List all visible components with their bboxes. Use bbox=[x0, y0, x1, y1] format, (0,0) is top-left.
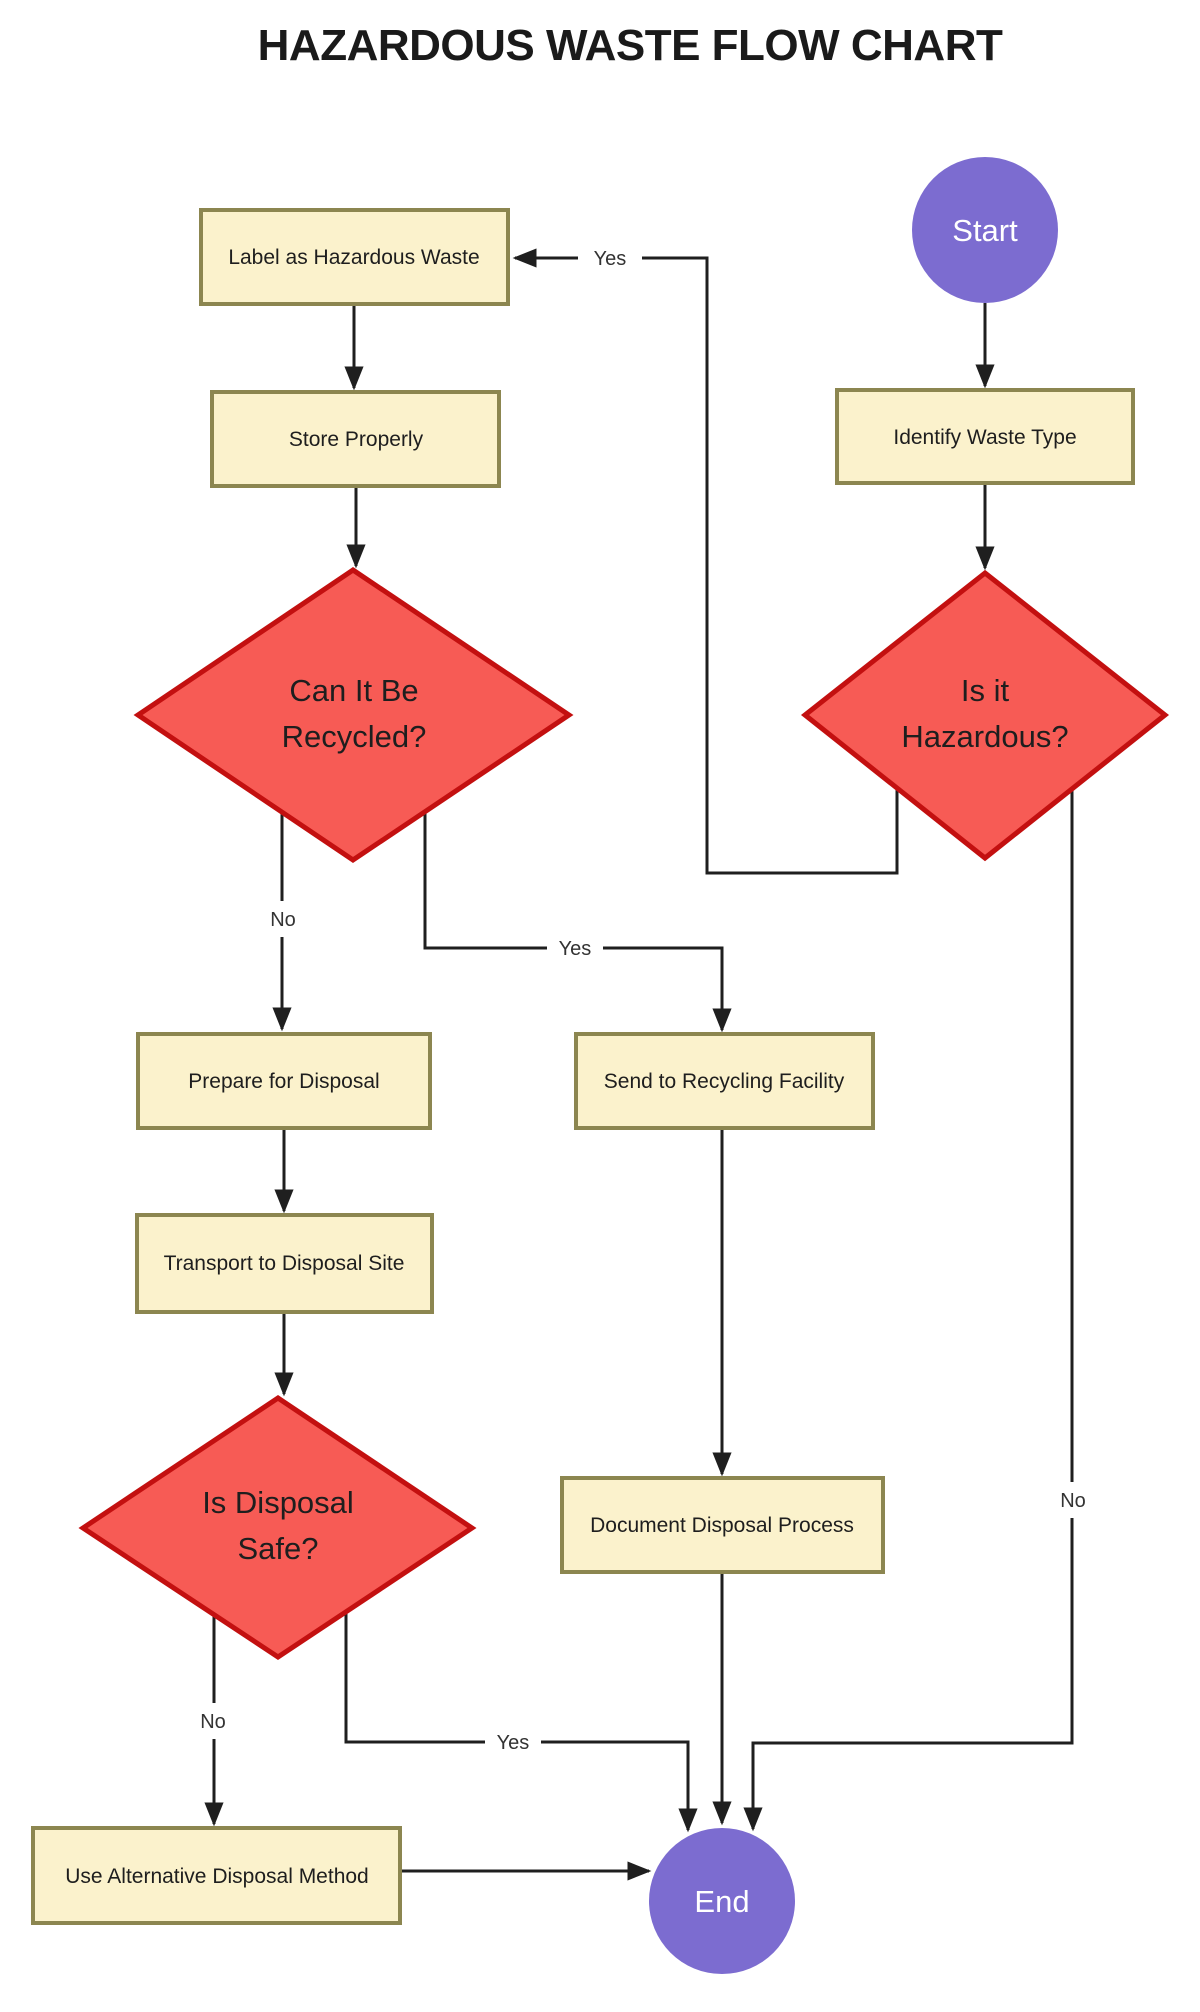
process-box-shape bbox=[210, 390, 501, 488]
node-label-line2: Recycled? bbox=[282, 719, 427, 754]
edge-label-text: Yes bbox=[497, 1732, 530, 1754]
node-transport-to-disposal-site: Transport to Disposal Site bbox=[135, 1213, 434, 1314]
node-label-line2: Safe? bbox=[237, 1531, 318, 1566]
node-send-to-recycling-facility: Send to Recycling Facility bbox=[574, 1032, 875, 1130]
node-label-as-hazardous-waste: Label as Hazardous Waste bbox=[199, 208, 510, 306]
node-label-line1: Is it bbox=[961, 673, 1010, 708]
node-label: Label as Hazardous Waste bbox=[228, 246, 479, 269]
connector-safe-yes-to-end bbox=[344, 1610, 698, 1833]
process-box-shape bbox=[135, 1213, 434, 1314]
node-label: Prepare for Disposal bbox=[188, 1070, 379, 1093]
process-box-shape bbox=[574, 1032, 875, 1130]
end-terminal-shape bbox=[649, 1828, 795, 1974]
process-box-shape bbox=[136, 1032, 432, 1130]
page-title: HAZARDOUS WASTE FLOW CHART bbox=[258, 21, 1003, 70]
node-label: End bbox=[694, 1884, 749, 1919]
node-label: Store Properly bbox=[289, 428, 424, 451]
node-label: Document Disposal Process bbox=[590, 1514, 854, 1537]
node-use-alternative-disposal-method: Use Alternative Disposal Method bbox=[31, 1826, 402, 1925]
process-box-shape bbox=[31, 1826, 402, 1925]
edge-label-bg bbox=[190, 1703, 236, 1739]
node-identify-waste-type: Identify Waste Type bbox=[835, 388, 1135, 485]
edge-label-recycled-yes: Yes bbox=[547, 931, 603, 965]
edge-label-bg bbox=[1049, 1482, 1097, 1518]
edge-label-safe-no: No bbox=[190, 1703, 236, 1739]
node-store-properly: Store Properly bbox=[210, 390, 501, 488]
node-label: Identify Waste Type bbox=[893, 426, 1076, 449]
connector-hazardous-no-to-end bbox=[743, 789, 1074, 1832]
node-end: End bbox=[649, 1828, 795, 1974]
node-label: Transport to Disposal Site bbox=[164, 1252, 405, 1275]
edge-label-hazardous-no: No bbox=[1049, 1482, 1097, 1518]
connector-recycled-yes-to-send bbox=[423, 810, 732, 1033]
process-box-shape bbox=[560, 1476, 885, 1574]
node-prepare-for-disposal: Prepare for Disposal bbox=[136, 1032, 432, 1130]
process-box-shape bbox=[835, 388, 1135, 485]
decision-diamond-shape bbox=[133, 566, 574, 864]
edge-label-bg bbox=[485, 1725, 541, 1759]
connector-hazardous-yes-to-label bbox=[512, 248, 899, 875]
edge-label-safe-yes: Yes bbox=[485, 1725, 541, 1759]
node-is-it-hazardous: Is it Hazardous? bbox=[800, 569, 1170, 862]
edge-label-hazardous-yes: Yes bbox=[578, 242, 642, 274]
edge-label-bg bbox=[547, 931, 603, 965]
node-label: Use Alternative Disposal Method bbox=[65, 1865, 369, 1888]
decision-diamond-shape bbox=[800, 569, 1170, 862]
edge-label-text: No bbox=[1060, 1490, 1086, 1512]
process-box-shape bbox=[199, 208, 510, 306]
edge-label-text: No bbox=[200, 1711, 226, 1733]
node-start: Start bbox=[912, 157, 1058, 303]
node-label-line1: Is Disposal bbox=[202, 1485, 354, 1520]
node-label: Start bbox=[952, 213, 1018, 248]
node-can-it-be-recycled: Can It Be Recycled? bbox=[133, 566, 574, 864]
edge-label-bg bbox=[259, 901, 307, 937]
node-label-line1: Can It Be bbox=[289, 673, 418, 708]
edge-label-text: No bbox=[270, 909, 296, 931]
edge-label-text: Yes bbox=[594, 248, 627, 270]
start-terminal-shape bbox=[912, 157, 1058, 303]
edge-label-bg bbox=[578, 242, 642, 274]
edge-label-text: Yes bbox=[559, 938, 592, 960]
node-label: Send to Recycling Facility bbox=[604, 1070, 845, 1093]
node-document-disposal-process: Document Disposal Process bbox=[560, 1476, 885, 1574]
edge-label-recycled-no: No bbox=[259, 901, 307, 937]
decision-diamond-shape bbox=[78, 1394, 477, 1660]
node-label-line2: Hazardous? bbox=[901, 719, 1068, 754]
node-is-disposal-safe: Is Disposal Safe? bbox=[78, 1394, 477, 1660]
